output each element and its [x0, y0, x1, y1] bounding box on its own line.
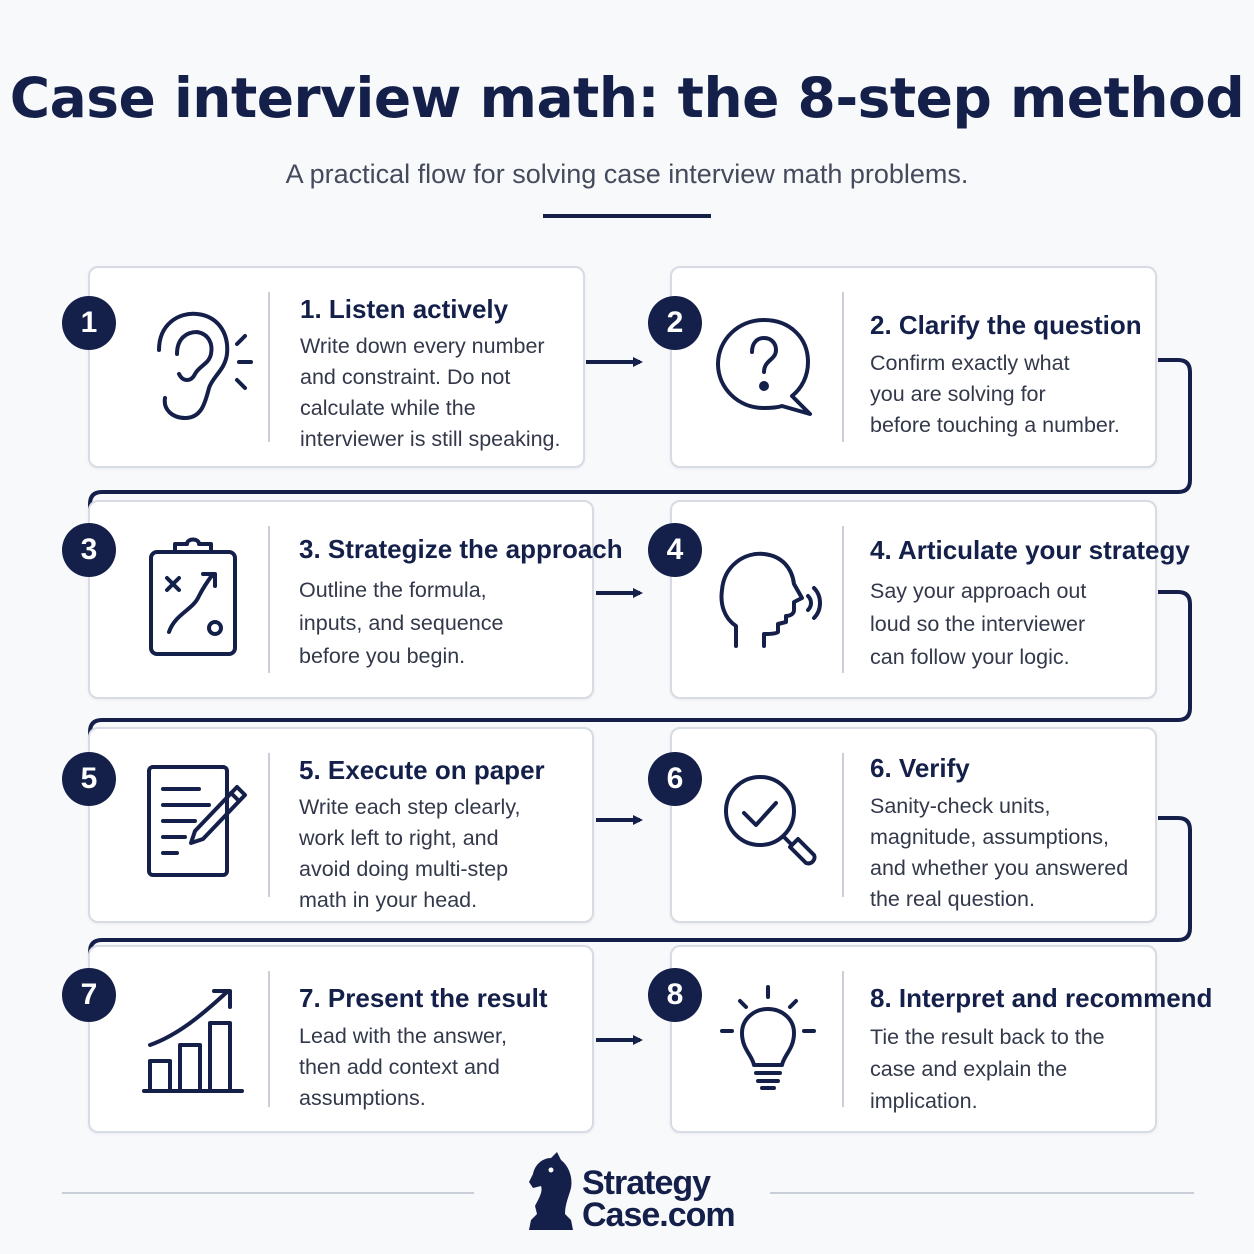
- step-description: Say your approach out loud so the interv…: [870, 579, 1087, 669]
- step-description: Tie the result back to the case and expl…: [870, 1025, 1105, 1113]
- step-description: Lead with the answer, then add context a…: [299, 1024, 507, 1110]
- footer-rule-right: [770, 1192, 1194, 1194]
- speaking-head-icon: [719, 551, 822, 648]
- step-card-3: 3. Strategize the approach Outline the f…: [88, 500, 623, 699]
- brand-line-1: Strategy: [582, 1164, 711, 1202]
- card-divider: [842, 292, 844, 442]
- step-description: Outline the formula, inputs, and sequenc…: [299, 578, 504, 668]
- clipboard-strategy-icon: [149, 537, 237, 656]
- step-number-badge-5: 5: [62, 752, 116, 806]
- page-title: Case interview math: the 8-step method: [9, 66, 1245, 130]
- step-title: 3. Strategize the approach: [299, 534, 623, 564]
- step-description: Confirm exactly what you are solving for…: [870, 351, 1120, 437]
- step-card-7: 7. Present the result Lead with the answ…: [88, 945, 594, 1133]
- step-description: Write each step clearly, work left to ri…: [299, 795, 521, 912]
- card-divider: [268, 971, 270, 1107]
- brand-line-2: Case.com: [582, 1196, 736, 1234]
- step-number-badge-8: 8: [648, 968, 702, 1022]
- card-divider: [842, 971, 844, 1107]
- step-number-badge-1: 1: [62, 296, 116, 350]
- step-number-badge-7: 7: [62, 968, 116, 1022]
- step-number-badge-6: 6: [648, 752, 702, 806]
- step-description: Write down every number and constraint. …: [300, 334, 561, 451]
- growth-chart-icon: [142, 989, 244, 1093]
- step-title: 2. Clarify the question: [870, 310, 1142, 340]
- step-description: Sanity-check units, magnitude, assumptio…: [870, 794, 1129, 911]
- ear-icon: [157, 311, 253, 421]
- magnifier-check-icon: [724, 775, 817, 866]
- page-subtitle: A practical flow for solving case interv…: [285, 159, 969, 189]
- paper-pencil-icon: [147, 765, 247, 877]
- lightbulb-icon: [720, 985, 816, 1090]
- card-divider: [268, 526, 270, 673]
- question-bubble-icon: [716, 318, 812, 416]
- step-number-badge-4: 4: [648, 523, 702, 577]
- step-card-6: 6. Verify Sanity-check units, magnitude,…: [670, 727, 1157, 923]
- step-title: 7. Present the result: [299, 983, 548, 1013]
- card-divider: [268, 753, 270, 897]
- title-underline: [543, 214, 711, 218]
- step-title: 6. Verify: [870, 753, 970, 783]
- card-divider: [842, 753, 844, 897]
- card-divider: [842, 526, 844, 673]
- step-card-2: 2. Clarify the question Confirm exactly …: [670, 266, 1157, 468]
- brand-logo-text[interactable]: Strategy Case.com: [582, 1164, 736, 1234]
- step-card-8: 8. Interpret and recommend Tie the resul…: [670, 945, 1212, 1133]
- step-card-4: 4. Articulate your strategy Say your app…: [670, 500, 1190, 699]
- step-title: 8. Interpret and recommend: [870, 983, 1213, 1013]
- step-title: 1. Listen actively: [300, 294, 509, 324]
- knight-chess-icon: [529, 1152, 573, 1230]
- step-card-1: 1. Listen actively Write down every numb…: [88, 266, 585, 468]
- connector-6-7: [88, 816, 1192, 968]
- card-divider: [268, 292, 270, 442]
- step-title: 4. Articulate your strategy: [870, 535, 1190, 565]
- step-title: 5. Execute on paper: [299, 755, 545, 785]
- footer-rule-left: [62, 1192, 474, 1194]
- connector-2-3: [88, 358, 1192, 522]
- step-card-5: 5. Execute on paper Write each step clea…: [88, 727, 594, 923]
- step-number-badge-2: 2: [648, 296, 702, 350]
- step-number-badge-3: 3: [62, 523, 116, 577]
- connector-4-5: [88, 590, 1192, 752]
